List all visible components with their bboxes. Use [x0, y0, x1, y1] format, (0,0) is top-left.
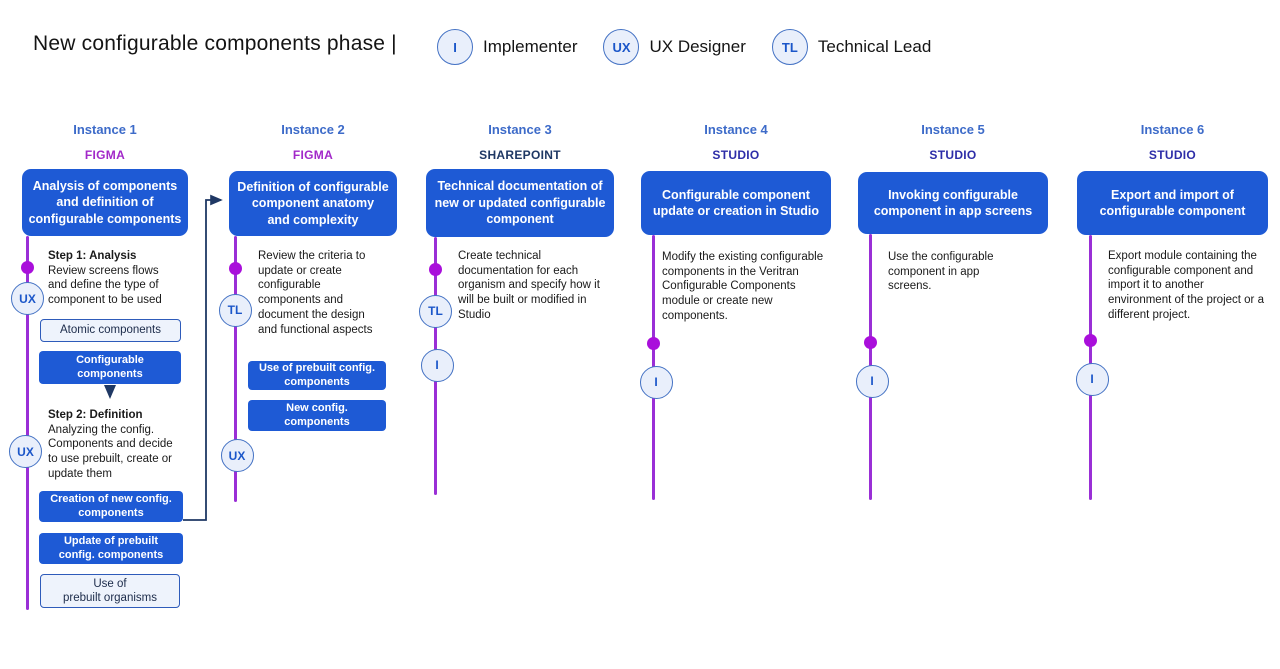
role-legend: I Implementer UX UX Designer TL Technica…	[437, 29, 931, 65]
legend-label: Technical Lead	[817, 37, 932, 56]
subbox-new-config-components: New config. components	[248, 400, 386, 431]
instance-4-description: Modify the existing configurable compone…	[662, 251, 824, 322]
instance-5-title: Instance 5	[921, 122, 985, 137]
legend-item-ux-designer: UX UX Designer	[603, 29, 746, 65]
step-2-body: Analyzing the config. Components and dec…	[48, 423, 173, 480]
instance-2-timeline-dot	[228, 261, 242, 275]
ux-designer-badge: UX	[603, 29, 640, 65]
subbox-use-prebuilt-config: Use of prebuilt config. components	[248, 361, 386, 390]
instance-2-phase-box: Definition of configurable component ana…	[229, 171, 397, 236]
subbox-configurable-components: Configurable components	[39, 351, 181, 384]
instance-1-timeline	[25, 236, 29, 610]
instance-1-timeline-dot	[20, 260, 34, 274]
instance-5-tool-label: STUDIO	[929, 148, 977, 162]
instance-6-title: Instance 6	[1140, 122, 1205, 137]
instance-5-timeline-dot	[863, 336, 877, 349]
step-2-title: Step 2: Definition	[48, 409, 143, 421]
instance-6-tool-label: STUDIO	[1148, 148, 1197, 162]
instance-2-timeline	[233, 236, 237, 502]
subbox-creation-new-config: Creation of new config. components	[39, 491, 183, 522]
legend-label: Implementer	[483, 37, 578, 56]
implementer-badge: I	[437, 29, 473, 65]
legend-item-implementer: I Implementer	[437, 29, 577, 65]
instance-1-step-2: Step 2: Definition Analyzing the config.…	[48, 408, 178, 482]
instance-3-role-badge-tl: TL	[419, 294, 452, 328]
instance-4-timeline-dot	[646, 336, 660, 350]
instance-1-phase-box: Analysis of components and definition of…	[22, 169, 188, 236]
instance-5-phase-box: Invoking configurable component in app s…	[858, 172, 1048, 234]
legend-item-technical-lead: TL Technical Lead	[771, 29, 932, 65]
instance-3-phase-box: Technical documentation of new or update…	[426, 169, 614, 237]
instance-4-title: Instance 4	[704, 122, 768, 137]
instance-2-role-badge-ux: UX	[220, 439, 254, 472]
instance-1-tool-label: FIGMA	[84, 148, 126, 162]
instance-6-description: Export module containing the configurabl…	[1108, 250, 1264, 321]
instance-2-tool-label: FIGMA	[292, 148, 334, 162]
instance-1-step-1: Step 1: Analysis Review screens flows an…	[48, 249, 178, 308]
step-1-body: Review screens flows and define the type…	[48, 264, 162, 307]
instance-3-timeline-dot	[428, 263, 442, 276]
subbox-use-prebuilt-organisms: Use of prebuilt organisms	[40, 574, 180, 608]
elbow-connector-to-instance-2	[183, 194, 223, 521]
instance-6-role-badge-i: I	[1075, 362, 1109, 396]
subbox-update-prebuilt-config: Update of prebuilt config. components	[39, 533, 183, 564]
instance-2-title: Instance 2	[281, 122, 345, 137]
step-1-title: Step 1: Analysis	[48, 250, 137, 262]
instance-6-phase-box: Export and import of configurable compon…	[1077, 171, 1268, 235]
instance-6-timeline-dot	[1083, 333, 1097, 347]
instance-3-description: Create technical documentation for each …	[458, 250, 600, 321]
instance-5-role-badge-i: I	[855, 364, 889, 398]
instance-4-role-badge-i: I	[639, 365, 673, 399]
subbox-atomic-components: Atomic components	[40, 319, 181, 342]
instance-1-title: Instance 1	[73, 122, 137, 137]
instance-2-description: Review the criteria to update or create …	[258, 250, 373, 336]
legend-label: UX Designer	[649, 37, 746, 56]
instance-3-tool-label: SHAREPOINT	[479, 148, 561, 162]
page-title: New configurable components phase |	[33, 32, 397, 55]
instance-1-role-badge-ux-1: UX	[11, 282, 44, 315]
instance-5-description: Use the configurable component in app sc…	[888, 251, 994, 293]
instance-2-role-badge-tl: TL	[218, 293, 252, 327]
instance-1-role-badge-ux-2: UX	[9, 435, 42, 468]
instance-3-role-badge-i: I	[420, 348, 454, 382]
instance-3-title: Instance 3	[488, 122, 552, 137]
instance-4-phase-box: Configurable component update or creatio…	[641, 171, 831, 235]
instance-4-tool-label: STUDIO	[712, 148, 760, 162]
technical-lead-badge: TL	[771, 29, 808, 65]
